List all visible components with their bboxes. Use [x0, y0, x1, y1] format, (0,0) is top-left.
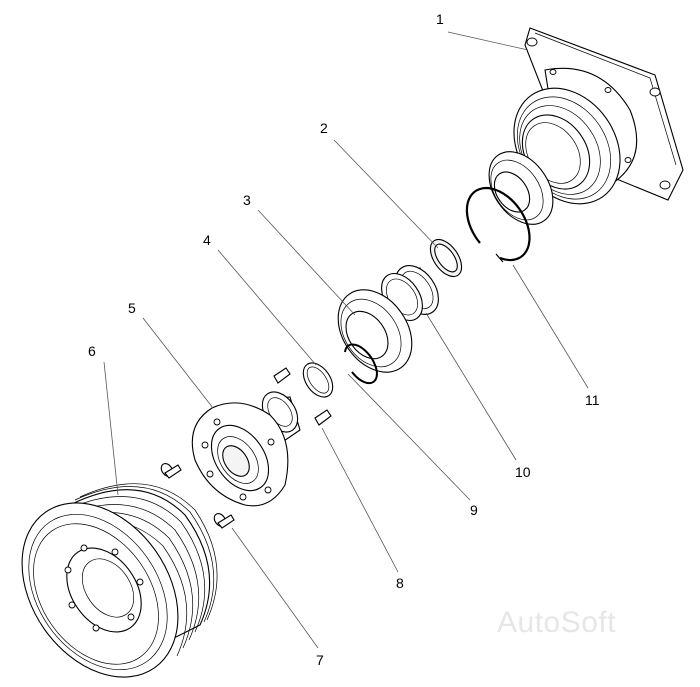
part-11-bearing: [488, 151, 554, 225]
part-4-small-circlip: [344, 343, 378, 385]
part-1-flange-housing: [513, 27, 684, 205]
leader-8: [321, 427, 399, 573]
callout-9: 9: [470, 502, 478, 518]
callout-4: 4: [203, 232, 211, 248]
leader-11: [512, 264, 589, 389]
watermark-text: AutoSoft: [497, 606, 617, 639]
part-2-retaining-ring: [429, 238, 463, 278]
leader-3: [257, 209, 356, 316]
part-5-hub: [191, 391, 301, 507]
callout-1: 1: [436, 11, 444, 27]
part-7-bolt: [160, 463, 235, 529]
callout-labels: 1 2 3 4 5 6 7 8 9 10 11: [88, 11, 600, 668]
leader-4: [217, 249, 317, 366]
callout-10: 10: [515, 464, 531, 480]
callout-6: 6: [88, 343, 96, 359]
leader-9: [347, 373, 471, 501]
leader-10: [425, 312, 517, 461]
callout-7: 7: [316, 652, 324, 668]
callout-11: 11: [585, 392, 600, 408]
leader-5: [142, 317, 214, 409]
leader-1: [447, 31, 529, 51]
callout-8: 8: [396, 575, 404, 591]
part-10-circlip: [465, 186, 531, 263]
leader-lines: [103, 31, 589, 649]
spacer-ring: [302, 362, 334, 398]
part-3-seal: [337, 289, 413, 373]
leader-6: [103, 361, 119, 496]
leader-7: [231, 527, 319, 649]
leader-2: [333, 139, 439, 249]
callout-2: 2: [320, 120, 328, 136]
callout-5: 5: [128, 300, 136, 316]
callout-3: 3: [243, 192, 251, 208]
part-8-pin: [273, 367, 332, 426]
part-6-pulley: [21, 483, 218, 678]
